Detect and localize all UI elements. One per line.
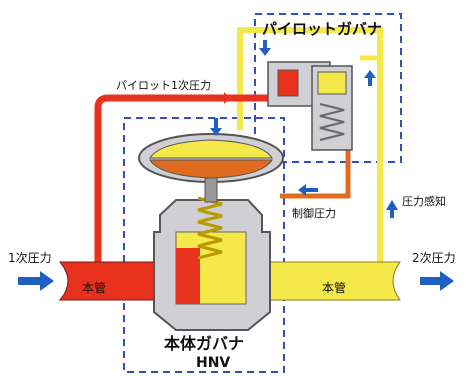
- secondary-pressure-label: 2次圧力: [412, 251, 456, 265]
- pilot-device-yellow: [317, 71, 347, 95]
- arrow-down-icon: [259, 40, 271, 56]
- arrow-control-icon: [298, 184, 318, 196]
- body-governor-title: 本体ガバナ: [164, 334, 245, 353]
- control-pressure-label: 制御圧力: [292, 207, 336, 220]
- arrow-sense-icon: [386, 200, 398, 218]
- control-pressure-line: [280, 140, 351, 199]
- pilot-device-inner: [277, 69, 299, 97]
- valve-seat-red: [176, 248, 200, 304]
- stem: [204, 177, 218, 203]
- arrow-pilot-primary-icon: [224, 92, 230, 104]
- pilot-governor-box: [254, 13, 402, 163]
- diaphragm-upper: [149, 139, 273, 159]
- pressure-sensing-label: 圧力感知: [402, 195, 446, 208]
- pilot-governor-title: パイロットガバナ: [262, 20, 383, 38]
- arrow-outlet-icon: [420, 271, 454, 291]
- arrow-stem-icon: [210, 118, 222, 136]
- body-governor-code: HNV: [196, 355, 231, 371]
- arrow-inlet-icon: [18, 271, 54, 291]
- pilot-primary-pressure-label: パイロット1次圧力: [116, 79, 211, 92]
- body-governor-box: [123, 117, 285, 373]
- pilot-spring: [319, 103, 345, 141]
- primary-pressure-label: 1次圧力: [8, 251, 52, 265]
- arrow-up-icon: [364, 70, 376, 86]
- main-pipe-left-label: 本管: [82, 281, 107, 295]
- pilot-primary-line: [94, 94, 282, 272]
- main-pipe-right-label: 本管: [322, 281, 347, 295]
- sensing-line: [237, 27, 383, 265]
- valve-spring: [197, 196, 223, 260]
